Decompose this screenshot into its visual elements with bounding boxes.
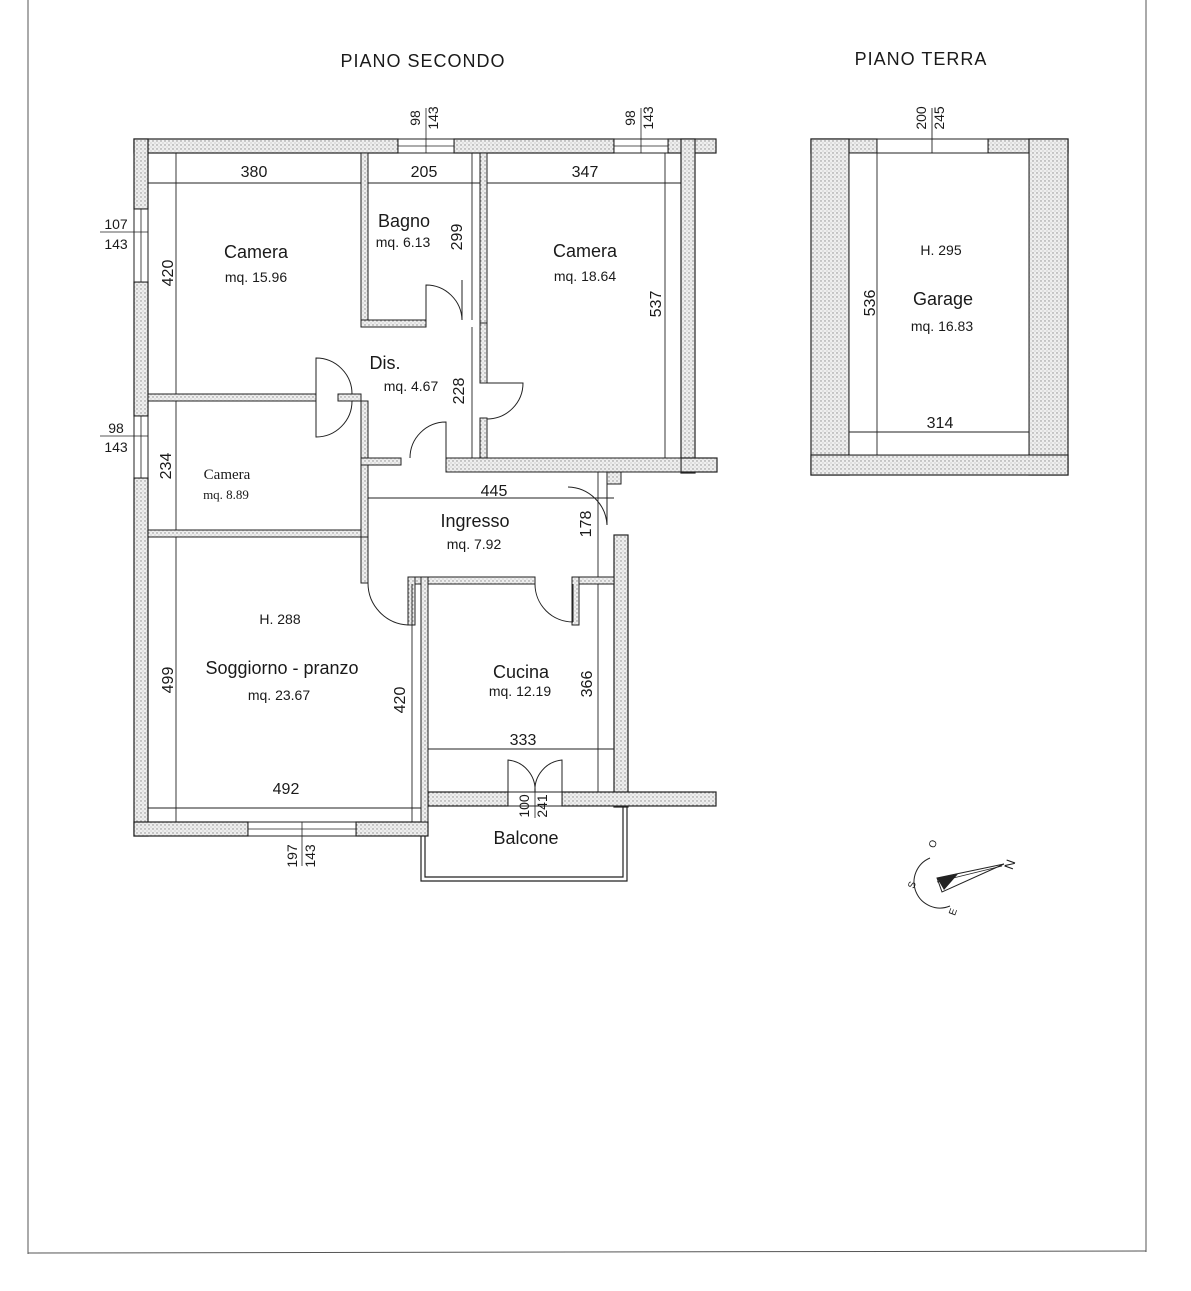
room-name: Ingresso [440,511,509,531]
balcony-outline [420,806,628,882]
room-area: mq. 4.67 [384,378,439,394]
room-name: Garage [913,289,973,309]
room-area: mq. 15.96 [225,269,287,285]
win-camera-ne-bottom: 143 [640,106,656,130]
room-name: Soggiorno - pranzo [205,658,358,678]
dim-soggiorno-depth: 499 [160,667,177,694]
garage-dimension-lines [849,108,1029,455]
room-balcone: Balcone [493,828,558,848]
room-ingresso: Ingresso mq. 7.92 [440,511,509,552]
dim-camera-ne-depth: 537 [648,291,665,318]
garage-door-opening [876,138,989,154]
dim-bagno-width: 205 [411,164,438,181]
win-bagno-top: 98 [407,110,423,126]
sheet-border [27,0,1147,1254]
room-name: Camera [224,242,289,262]
dim-soggiorno-width: 492 [273,781,300,798]
win-bagno-bottom: 143 [425,106,441,130]
room-name: Dis. [370,353,401,373]
room-cucina: Cucina mq. 12.19 [489,662,551,699]
dim-camera-nw-width: 380 [241,164,268,181]
win-camera-nw-bottom: 143 [104,236,128,252]
room-garage: H. 295 Garage mq. 16.83 [911,242,973,334]
win-balcone-bottom: 241 [534,794,550,818]
window-labels: 98 143 98 143 107 143 98 143 197 143 100… [104,106,947,868]
win-camera-small-top: 98 [108,420,124,436]
dim-bagno-depth: 299 [449,224,466,251]
window-callouts [100,108,642,866]
compass-west-label: O [927,838,940,849]
compass-north-label: N [1001,857,1018,871]
room-area: mq. 16.83 [911,318,973,334]
dim-camera-nw-depth: 420 [160,260,177,287]
dimension-labels: 380 205 347 445 492 333 314 420 299 537 … [158,164,953,798]
compass-arc [913,857,951,909]
dim-garage-depth: 536 [862,290,879,317]
win-camera-ne-top: 98 [622,110,638,126]
room-bagno: Bagno mq. 6.13 [376,211,431,250]
compass-axis [936,865,1003,883]
compass-south-label: S [906,880,919,890]
room-area: mq. 18.64 [554,268,616,284]
heading-second-floor: PIANO SECONDO [340,51,505,71]
room-height: H. 295 [920,242,961,258]
win-camera-small-bottom: 143 [104,439,128,455]
room-height: H. 288 [259,611,300,627]
room-camera-ne: Camera mq. 18.64 [553,241,618,284]
win-balcone-top: 100 [516,794,532,818]
dim-ingresso-depth: 178 [578,511,595,538]
room-area: mq. 7.92 [447,536,502,552]
compass-east-label: E [947,907,960,917]
win-soggiorno-top: 197 [284,844,300,868]
room-name: Cucina [493,662,550,682]
dim-cucina-width: 333 [510,732,537,749]
dim-camera-small-depth: 234 [158,453,175,480]
room-area: mq. 23.67 [248,687,310,703]
dim-soggiorno-inner: 420 [392,687,409,714]
win-camera-nw-top: 107 [104,216,128,232]
room-soggiorno: H. 288 Soggiorno - pranzo mq. 23.67 [205,611,358,703]
room-camera-nw: Camera mq. 15.96 [224,242,289,285]
room-name: Bagno [378,211,430,231]
compass-rose: N S E O [906,838,1018,917]
dim-cucina-depth: 366 [579,671,596,698]
room-name: Camera [204,467,251,483]
interior-walls [147,152,682,823]
garage-interior [848,152,1030,456]
room-camera-small: Camera mq. 8.89 [203,467,251,502]
room-area: mq. 6.13 [376,234,431,250]
room-disimpegno: Dis. mq. 4.67 [370,353,439,394]
heading-ground-floor: PIANO TERRA [855,49,988,69]
compass-needle [936,863,1005,893]
room-area: mq. 8.89 [203,487,249,502]
garage-walls [810,138,1069,476]
dim-camera-ne-width: 347 [572,164,599,181]
dimension-lines [148,153,681,822]
win-garage-top: 200 [913,106,929,130]
door-swings [315,280,608,793]
dim-dis-depth: 228 [451,378,468,405]
dim-ingresso-width: 445 [481,483,508,500]
win-soggiorno-bottom: 143 [302,844,318,868]
win-garage-bottom: 245 [931,106,947,130]
room-area: mq. 12.19 [489,683,551,699]
dim-garage-width: 314 [927,415,954,432]
room-name: Balcone [493,828,558,848]
window-glass-lines [140,145,668,830]
room-name: Camera [553,241,618,261]
